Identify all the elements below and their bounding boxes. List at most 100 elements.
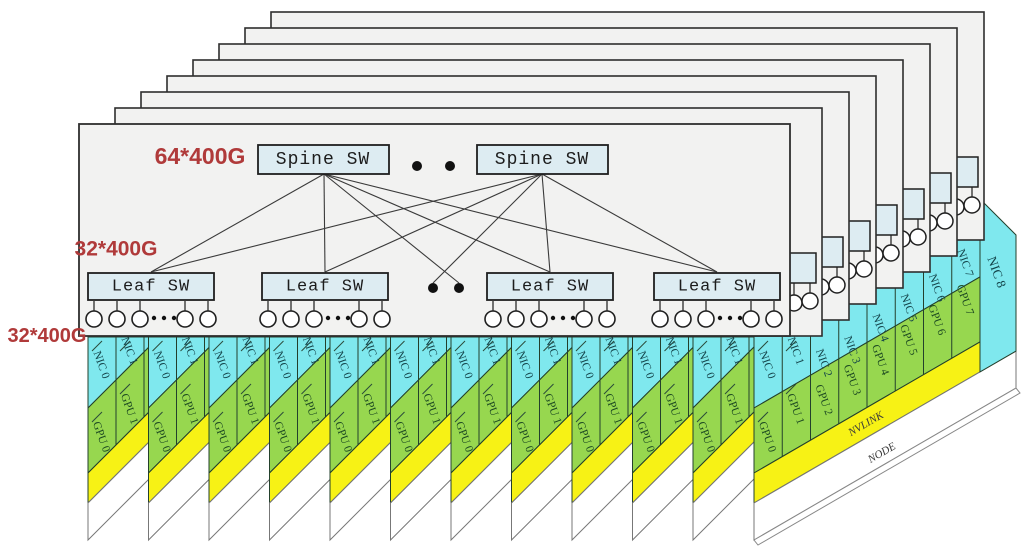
port-circle [765,310,783,328]
leaf-switch: Leaf SW [651,272,783,328]
leaf-switch: Leaf SW [484,272,616,328]
leaf-switch-label: Leaf SW [112,278,190,297]
spine-leaf-link [150,173,325,273]
spine-leaf-link [541,173,718,273]
port-circle [259,310,277,328]
strip-top-tick [422,383,433,395]
port-circle [742,310,760,328]
spine-switch-box [257,144,390,175]
node-bottom-rim [753,387,1021,546]
port-circle [350,310,368,328]
strip-top-tick [152,340,163,352]
ellipsis-dot [454,283,464,293]
port-circle [882,244,900,262]
strip-top-tick [757,340,769,352]
spine-leaf-link [541,173,551,273]
spine-leaf-link [323,173,551,273]
port-ellipsis-dot [345,315,351,321]
strip-top-tick [482,383,494,395]
strip-top-tick [240,383,252,395]
port-circle [85,310,103,328]
spine-switch: Spine SW [476,144,609,175]
strip-top-tick [273,340,284,352]
strip-top-tick [724,340,736,352]
port-ellipsis-dot [171,315,177,321]
strip-top-tick [454,411,466,423]
strip-top-tick [724,383,736,395]
strip-top-tick [757,411,769,423]
bandwidth-label: 64*400G [155,143,246,169]
spine-leaf-link [324,173,543,273]
strip-top-tick [575,411,587,423]
strip-top-tick [543,383,554,395]
strip-top-tick [361,340,373,352]
port-ellipsis-dot [161,315,167,321]
spine-switch: Spine SW [257,144,390,175]
ellipsis-dot [412,161,422,171]
strip-top-tick [240,340,252,352]
port-circle [697,310,715,328]
strip-top-tick [575,340,587,352]
leaf-switch-box [261,272,389,301]
port-circle [199,310,217,328]
port-circle [598,310,616,328]
strip-top-tick [152,411,163,423]
strip-top-tick [119,340,131,352]
port-circle [855,260,873,278]
port-circle [674,310,692,328]
port-circle [507,310,525,328]
port-ellipsis-dot [550,315,556,321]
spine-leaf-link [323,173,718,273]
port-circle [131,310,149,328]
port-ellipsis-dot [325,315,331,321]
strip-top-tick [603,340,615,352]
bandwidth-label: 32*400G [75,238,158,261]
front-plane: Spine SW Spine SW Leaf SW Leaf SW Leaf SW Lea… [8,123,791,347]
strip-top-tick [394,340,405,352]
port-circle [176,310,194,328]
bandwidth-label: 32*400G [8,325,87,347]
port-circle [651,310,669,328]
strip-top-tick [603,383,615,395]
strip-top-tick [515,340,526,352]
leaf-switch: Leaf SW [85,272,217,328]
port-ellipsis-dot [560,315,566,321]
strip-top-tick [543,340,554,352]
strip-top-tick [696,340,708,352]
strip-top-tick [91,340,103,352]
spine-switch-label: Spine SW [276,150,370,170]
strip-top-tick [180,383,191,395]
strip-top-tick [273,411,284,423]
port-circle [909,228,927,246]
mini-leaf-switch [787,252,817,284]
leaf-switch-box [486,272,614,301]
port-circle [373,310,391,328]
leaf-switch: Leaf SW [259,272,391,328]
port-circle [575,310,593,328]
port-circle [484,310,502,328]
port-ellipsis-dot [335,315,341,321]
port-ellipsis-dot [151,315,157,321]
strip-top-tick [636,411,647,423]
strip-top-tick [212,411,224,423]
port-circle [108,310,126,328]
port-circle [282,310,300,328]
leaf-switch-label: Leaf SW [286,278,364,297]
spine-leaf-link [323,173,460,284]
port-circle [963,196,981,214]
strip-top-tick [119,383,131,395]
strip-top-tick [361,383,373,395]
ellipsis-dot [445,161,455,171]
